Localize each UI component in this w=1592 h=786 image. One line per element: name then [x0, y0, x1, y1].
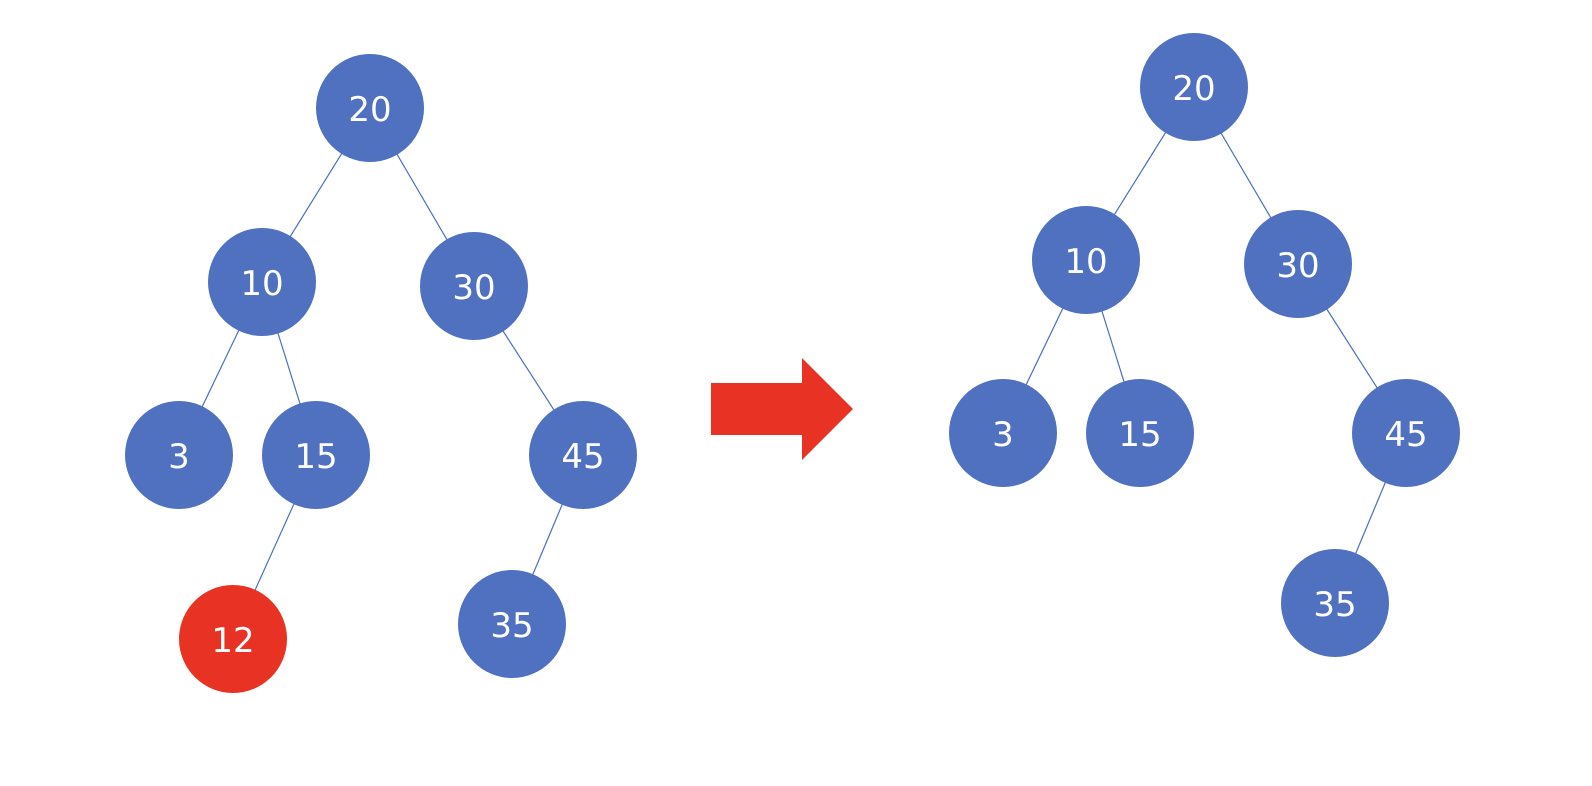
tree-node-label: 15 — [294, 437, 337, 477]
tree-node-label: 20 — [1172, 69, 1215, 109]
tree-node — [1352, 379, 1460, 487]
tree-node-highlighted — [179, 585, 287, 693]
right-arrow-icon — [711, 358, 853, 460]
tree-node-label: 10 — [1064, 242, 1107, 282]
tree-node — [125, 401, 233, 509]
tree-node — [420, 232, 528, 340]
tree-node — [1281, 549, 1389, 657]
tree-node-label: 10 — [240, 264, 283, 304]
tree-node — [208, 228, 316, 336]
tree-node-label: 35 — [490, 606, 533, 646]
tree-node-label: 30 — [1276, 246, 1319, 286]
tree-node — [529, 401, 637, 509]
before-tree: 20 10 30 3 15 45 12 35 — [125, 54, 637, 693]
tree-node — [316, 54, 424, 162]
tree-node-label: 3 — [168, 437, 190, 477]
tree-node-label: 15 — [1118, 415, 1161, 455]
tree-node-label: 45 — [1384, 415, 1427, 455]
tree-node-label: 30 — [452, 268, 495, 308]
tree-node-label: 12 — [211, 621, 254, 661]
tree-node — [949, 379, 1057, 487]
tree-node-label: 3 — [992, 415, 1014, 455]
tree-node-label: 45 — [561, 437, 604, 477]
after-tree: 20 10 30 3 15 45 35 — [949, 33, 1460, 657]
tree-node — [1086, 379, 1194, 487]
tree-node — [1140, 33, 1248, 141]
tree-node — [1244, 210, 1352, 318]
tree-node — [262, 401, 370, 509]
tree-node-label: 20 — [348, 90, 391, 130]
tree-node — [458, 570, 566, 678]
tree-node — [1032, 206, 1140, 314]
tree-node-label: 35 — [1313, 585, 1356, 625]
